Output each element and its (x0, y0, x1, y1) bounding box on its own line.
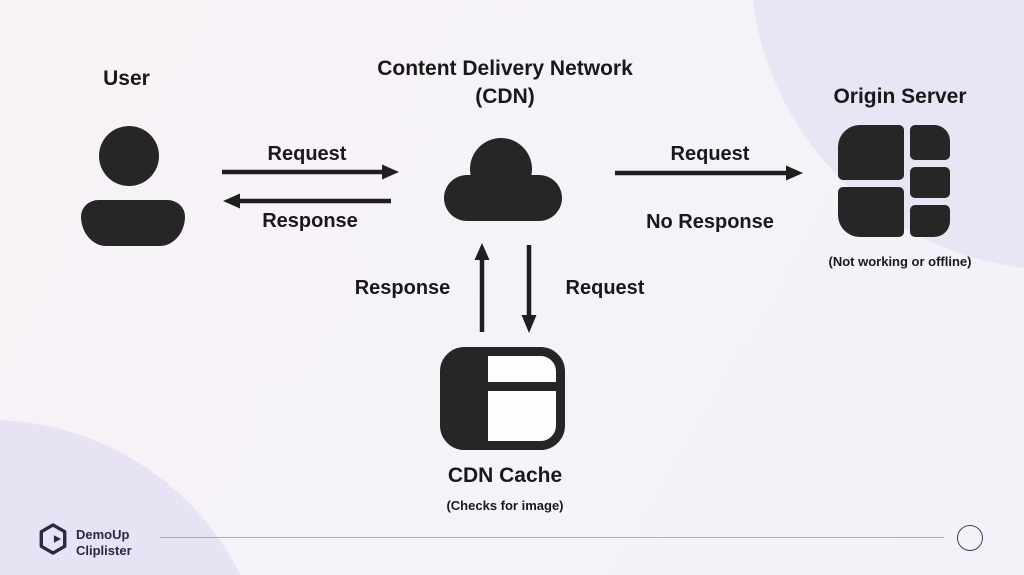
cdn-cache-note: (Checks for image) (446, 498, 564, 513)
origin-server-icon-cell (838, 187, 904, 237)
timeline-line (160, 537, 944, 538)
flow-label-cdn-to-cache: Request (565, 277, 645, 299)
origin-server-note: (Not working or offline) (828, 254, 972, 269)
arrow-user-to-cdn (222, 164, 399, 180)
flow-label-cache-to-cdn: Response (354, 277, 451, 299)
cdn-cache-icon (440, 347, 565, 450)
brand-wordmark: DemoUp Cliplister (76, 527, 132, 559)
user-icon-head (99, 126, 159, 186)
flow-label-origin-no-response: No Response (646, 211, 774, 233)
origin-server-icon-cell (838, 125, 904, 180)
flow-label-cdn-to-origin: Request (670, 143, 750, 165)
user-icon (81, 126, 185, 246)
timeline-end-circle-icon (957, 525, 983, 551)
arrow-cdn-to-origin (615, 165, 803, 181)
flow-label-cdn-to-user: Response (262, 210, 358, 232)
origin-server-icon-cell (910, 125, 950, 160)
cdn-title-line2: (CDN) (475, 85, 535, 108)
cdn-title-line1: Content Delivery Network (377, 57, 633, 80)
cdn-title: Content Delivery Network (CDN) (329, 55, 681, 111)
brand-hexagon-icon (39, 523, 67, 555)
origin-server-icon-cell (910, 205, 950, 237)
user-icon-body (81, 200, 185, 246)
origin-server-icon (838, 125, 950, 237)
arrow-cache-to-cdn (474, 243, 490, 332)
brand-line2: Cliplister (76, 543, 132, 558)
arrow-cdn-to-cache (521, 245, 537, 333)
cdn-cloud-icon (444, 138, 562, 221)
user-label: User (103, 67, 150, 90)
flow-label-user-to-cdn: Request (267, 143, 347, 165)
origin-server-label: Origin Server (833, 85, 967, 108)
origin-server-icon-cell (910, 167, 950, 198)
arrow-cdn-to-user (223, 193, 391, 209)
brand-line1: DemoUp (76, 527, 130, 542)
cdn-cache-label: CDN Cache (447, 464, 563, 487)
